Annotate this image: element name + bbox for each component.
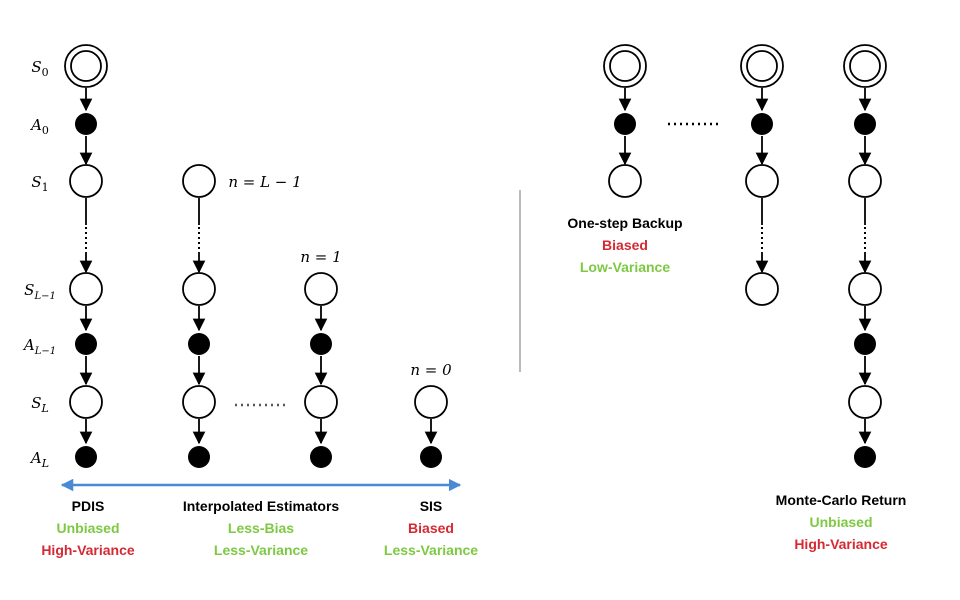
action-node-al: [75, 446, 97, 468]
action-node: [751, 113, 773, 135]
state-node: [414, 385, 448, 419]
sis-title: SIS: [420, 498, 443, 514]
label-sl1: SL−1: [24, 281, 56, 302]
mc-variance: High-Variance: [794, 536, 888, 552]
state-node: [848, 272, 882, 306]
onestep-bias: Biased: [602, 237, 648, 253]
pdis-bias: Unbiased: [56, 520, 119, 536]
state-node-inner: [849, 50, 881, 82]
state-node-outer: [603, 44, 647, 88]
state-node-inner: [746, 50, 778, 82]
interp-label-group: Interpolated Estimators Less-Bias Less-V…: [183, 498, 340, 558]
action-node: [310, 333, 332, 355]
label-al1: AL−1: [22, 336, 56, 357]
state-node: [182, 272, 216, 306]
action-node: [188, 446, 210, 468]
state-node: [304, 385, 338, 419]
interp-title: Interpolated Estimators: [183, 498, 340, 514]
state-node-inner: [609, 50, 641, 82]
label-a0: A0: [29, 116, 49, 137]
state-node: [182, 385, 216, 419]
mc-title: Monte-Carlo Return: [776, 492, 907, 508]
state-node: [848, 385, 882, 419]
mc-label-group: Monte-Carlo Return Unbiased High-Varianc…: [776, 492, 907, 552]
action-node: [614, 113, 636, 135]
n-label-l1: n = L − 1: [228, 173, 301, 191]
sis-bias: Biased: [408, 520, 454, 536]
label-al: AL: [29, 449, 49, 470]
state-node: [745, 272, 779, 306]
sis-label-group: SIS Biased Less-Variance: [384, 498, 478, 558]
pdis-label-group: PDIS Unbiased High-Variance: [41, 498, 135, 558]
action-node-al1: [75, 333, 97, 355]
column-n-1: n = 1: [300, 248, 342, 468]
state-node-s0-outer: [64, 44, 108, 88]
column-n-0: n = 0: [410, 361, 452, 468]
state-node-outer: [843, 44, 887, 88]
n-label-0: n = 0: [410, 361, 452, 379]
action-node: [854, 333, 876, 355]
column-onestep: [603, 44, 647, 198]
interp-variance: Less-Variance: [214, 542, 308, 558]
label-s0: S0: [31, 58, 48, 79]
column-right-nstep: [740, 44, 784, 306]
sis-variance: Less-Variance: [384, 542, 478, 558]
state-node: [745, 164, 779, 198]
state-node: [182, 164, 216, 198]
mc-bias: Unbiased: [809, 514, 872, 530]
state-node: [304, 272, 338, 306]
onestep-title: One-step Backup: [567, 215, 682, 231]
state-labels: S0 A0 S1 SL−1 AL−1 SL AL: [22, 58, 56, 470]
state-node: [608, 164, 642, 198]
action-node-a0: [75, 113, 97, 135]
action-node: [854, 113, 876, 135]
action-node: [420, 446, 442, 468]
onestep-variance: Low-Variance: [580, 259, 670, 275]
column-pdis: [64, 44, 108, 468]
state-node-sl1: [69, 272, 103, 306]
interp-bias: Less-Bias: [228, 520, 294, 536]
onestep-label-group: One-step Backup Biased Low-Variance: [567, 215, 682, 275]
pdis-title: PDIS: [72, 498, 105, 514]
action-node: [188, 333, 210, 355]
label-s1: S1: [31, 173, 48, 194]
column-n-l1: n = L − 1: [182, 164, 302, 468]
action-node: [854, 446, 876, 468]
pdis-variance: High-Variance: [41, 542, 135, 558]
state-node-s0-inner: [70, 50, 102, 82]
n-label-1: n = 1: [300, 248, 341, 266]
state-node-s1: [69, 164, 103, 198]
column-monte-carlo: [843, 44, 887, 468]
label-sl: SL: [31, 394, 49, 415]
state-node-outer: [740, 44, 784, 88]
state-node: [848, 164, 882, 198]
action-node: [310, 446, 332, 468]
state-node-sl: [69, 385, 103, 419]
